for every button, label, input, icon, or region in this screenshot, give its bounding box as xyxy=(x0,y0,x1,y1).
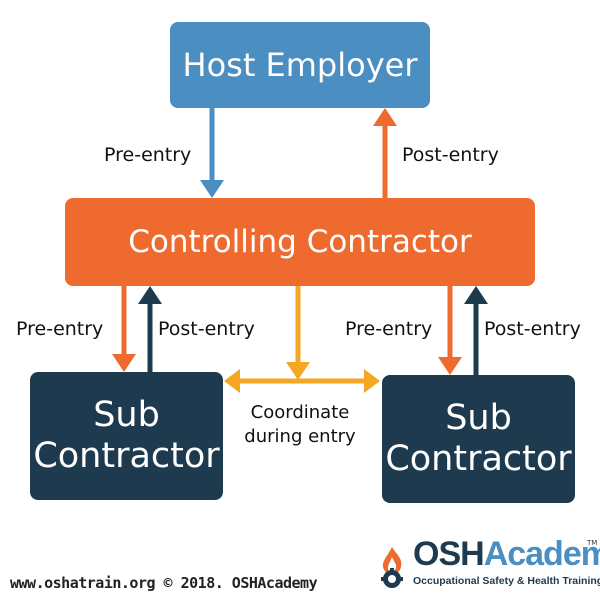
sub-contractor-right-box: Sub Contractor xyxy=(382,375,575,503)
flame-gear-icon xyxy=(381,547,403,588)
coordinate-line-2: during entry xyxy=(244,426,356,447)
coordinate-line-1: Coordinate xyxy=(250,402,350,423)
footer-credit: www.oshatrain.org © 2018. OSHAcademy xyxy=(10,574,318,592)
sub-contractor-left-box: Sub Contractor xyxy=(30,372,223,500)
coordinate-label: Coordinate during entry xyxy=(235,401,365,449)
arrow-left-post-entry xyxy=(138,286,162,372)
label-right-pre-entry: Pre-entry xyxy=(345,318,433,340)
label-left-post-entry: Post-entry xyxy=(158,318,255,340)
label-host-pre-entry: Pre-entry xyxy=(104,144,192,166)
controlling-contractor-label: Controlling Contractor xyxy=(128,224,472,260)
host-employer-label: Host Employer xyxy=(182,46,418,84)
label-host-post-entry: Post-entry xyxy=(402,144,499,166)
arrow-right-post-entry xyxy=(464,286,488,375)
logo-academy: Academy xyxy=(483,535,600,573)
arrow-host-to-controlling xyxy=(200,108,224,198)
arrow-right-pre-entry xyxy=(438,286,462,375)
label-right-post-entry: Post-entry xyxy=(484,318,581,340)
logo-trademark: TM xyxy=(587,539,598,547)
label-left-pre-entry: Pre-entry xyxy=(16,318,104,340)
controlling-contractor-box: Controlling Contractor xyxy=(65,198,535,286)
logo-wordmark: OSHAcademy xyxy=(413,535,600,574)
logo-osh: OSH xyxy=(413,535,485,573)
host-employer-box: Host Employer xyxy=(170,22,430,108)
sub-contractor-left-label: Sub Contractor xyxy=(33,395,220,476)
logo-tagline: Occupational Safety & Health Training xyxy=(413,575,600,587)
oshacademy-logo: OSHAcademy TM Occupational Safety & Heal… xyxy=(373,535,600,593)
arrow-coordinate xyxy=(224,286,380,393)
sub-contractor-right-label: Sub Contractor xyxy=(385,398,572,479)
arrow-controlling-to-host xyxy=(373,108,397,198)
arrow-left-pre-entry xyxy=(112,286,136,372)
